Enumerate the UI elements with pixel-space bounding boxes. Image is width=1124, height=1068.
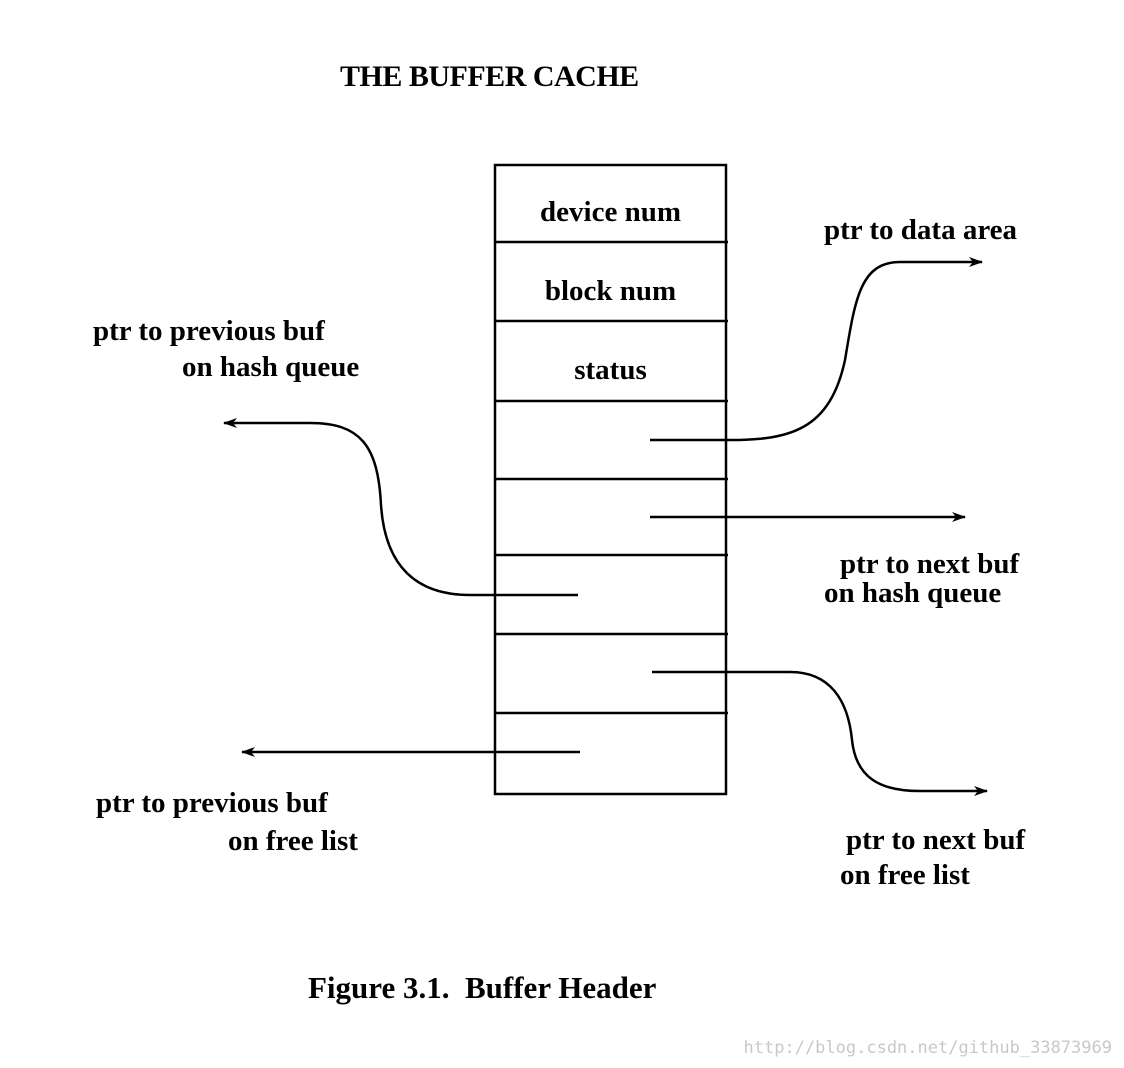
data-area-arrow [650,257,983,442]
page-title: THE BUFFER CACHE [340,60,639,93]
label-prev-free-line1: ptr to previous buf [96,787,328,819]
label-next-hash-line1: ptr to next buf [840,548,1020,580]
field-label-block-num: block num [544,275,677,307]
prev-hash-arrow [223,418,578,597]
field-label-device-num: device num [540,196,681,228]
label-data-area: ptr to data area [824,214,1018,246]
label-next-hash-line2: on hash queue [824,577,1002,609]
field-label-status: status [574,354,647,386]
watermark-url: http://blog.csdn.net/github_33873969 [743,1038,1112,1058]
label-prev-hash-line1: ptr to previous buf [93,315,325,347]
label-prev-free-line2: on free list [228,825,358,857]
label-next-free-line2: on free list [840,859,970,891]
field-dividers [495,240,728,715]
figure-caption: Figure 3.1. Buffer Header [308,970,657,1005]
label-next-free-line1: ptr to next buf [846,824,1026,856]
next-free-arrow [652,670,988,796]
label-prev-hash-line2: on hash queue [182,351,360,383]
